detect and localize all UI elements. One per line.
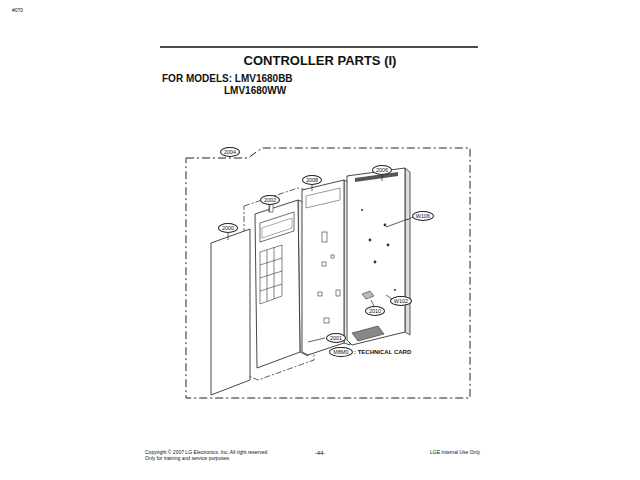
callout-number: 2004 (220, 147, 240, 157)
footer-note: Only for training and service purposes (145, 456, 229, 462)
page-title: CONTROLLER PARTS (I) (244, 54, 397, 68)
callout-number: W102 (390, 296, 412, 306)
model-line: FOR MODELS: LMV1680BB (162, 73, 293, 84)
callout-number: 2002 (260, 195, 280, 205)
callout-number: 2001 (326, 333, 346, 343)
callout-number: 2000 (218, 223, 238, 233)
page-number: -44- (315, 450, 326, 457)
callout-number: 2008 (302, 175, 322, 185)
callout-number: 2006 (372, 165, 392, 175)
footer-note: LGE Internal Use Only (430, 450, 480, 456)
model-line: LMV1680WW (224, 85, 286, 96)
part-note: : TECHNICAL CARD (354, 349, 411, 356)
page-code: #070 (12, 8, 23, 14)
footer-note: Copyright © 2007 LG Electronics. Inc. Al… (145, 450, 267, 456)
callout-number: 2010 (365, 306, 385, 316)
callout-number: M8M0 (329, 347, 352, 357)
callout-number: W106 (412, 211, 434, 221)
